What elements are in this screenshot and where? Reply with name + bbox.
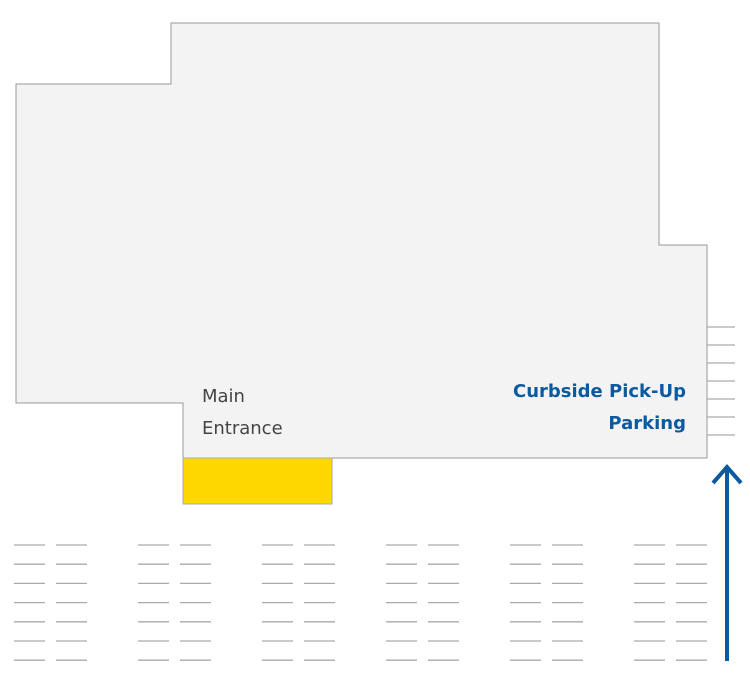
curbside-parking-spaces bbox=[707, 326, 735, 436]
main-entrance-label-line2: Entrance bbox=[202, 418, 283, 439]
parking-lot bbox=[14, 544, 707, 661]
main-entrance-label-line1: Main bbox=[202, 386, 245, 407]
direction-arrow-icon bbox=[711, 463, 743, 661]
main-entrance-marker[interactable] bbox=[182, 457, 333, 505]
curbside-label: Curbside Pick-Up Parking bbox=[513, 376, 686, 440]
curbside-label-line1: Curbside Pick-Up bbox=[512, 381, 686, 402]
curbside-label-line2: Parking bbox=[608, 413, 686, 434]
main-entrance-label: Main Entrance bbox=[202, 381, 283, 445]
